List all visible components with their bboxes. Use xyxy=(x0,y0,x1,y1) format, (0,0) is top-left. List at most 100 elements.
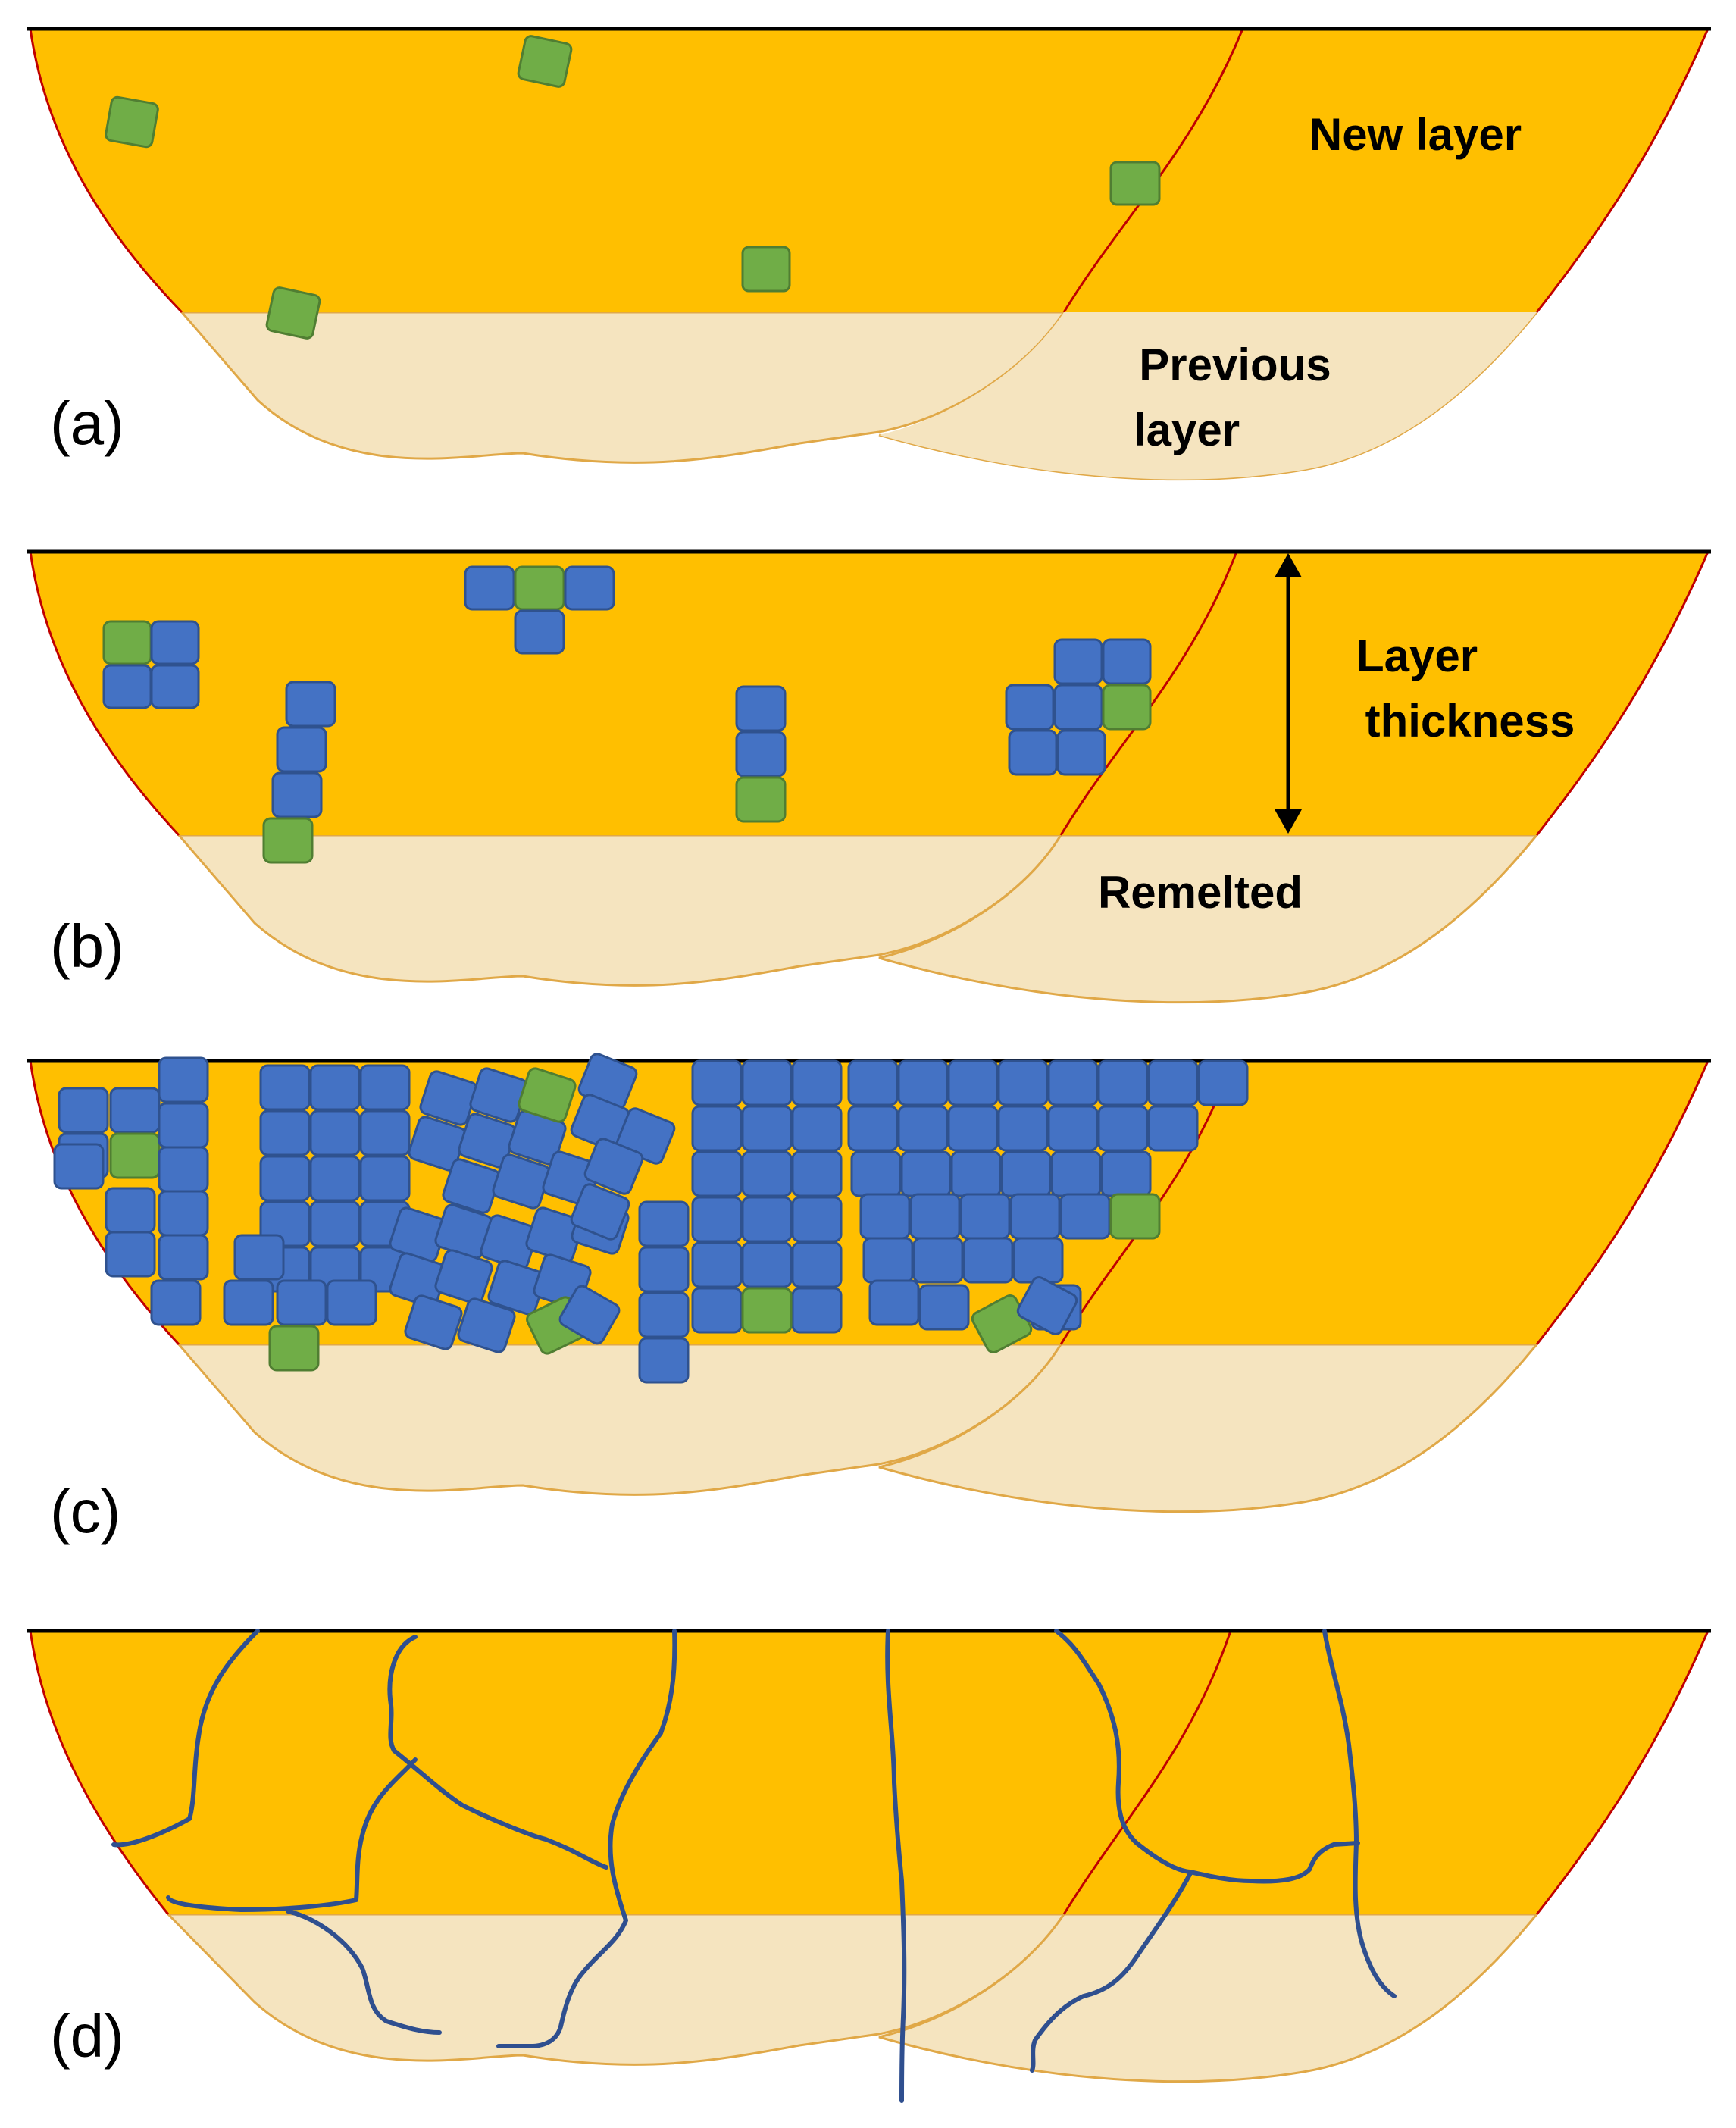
panel-c: (c) xyxy=(27,1053,1711,1545)
grain xyxy=(457,1297,516,1353)
grain xyxy=(691,1105,743,1152)
nucleus xyxy=(105,95,159,149)
grain xyxy=(638,1337,690,1384)
grain xyxy=(791,1150,843,1197)
grain xyxy=(947,1105,999,1152)
grain xyxy=(109,1087,161,1134)
grain xyxy=(271,771,323,818)
melt-pool-boundary xyxy=(29,1630,1709,1915)
grain xyxy=(997,1105,1049,1152)
grain xyxy=(404,1294,463,1350)
grain xyxy=(1008,729,1058,776)
grain xyxy=(1147,1059,1199,1106)
nucleus xyxy=(514,565,565,611)
grain xyxy=(434,1249,493,1305)
grain xyxy=(223,1279,274,1326)
grain-boundary xyxy=(286,1909,442,2035)
grain xyxy=(105,1231,156,1278)
panel-a: New layer Previous layer (a) xyxy=(27,27,1711,481)
grain xyxy=(326,1279,377,1326)
melt-pool-boundary xyxy=(29,551,1709,837)
grain xyxy=(691,1241,743,1288)
grain xyxy=(309,1109,361,1156)
nucleus xyxy=(262,817,314,864)
annotation-previous-layer-line2: layer xyxy=(1134,405,1240,455)
nucleus xyxy=(265,286,321,340)
grain xyxy=(1005,684,1055,731)
grain xyxy=(359,1064,411,1111)
previous-layer-fill-right xyxy=(879,312,1537,480)
grain xyxy=(741,1150,793,1197)
annotation-layer-thickness-line1: Layer xyxy=(1356,631,1478,681)
grain xyxy=(847,1105,899,1152)
annotation-layer-thickness-line2: thickness xyxy=(1365,696,1575,746)
grain xyxy=(1009,1193,1061,1240)
grain-boundary xyxy=(387,1635,608,1870)
grain xyxy=(259,1064,311,1111)
grain xyxy=(1047,1105,1099,1152)
grain xyxy=(791,1196,843,1243)
grain xyxy=(570,1183,630,1241)
grain xyxy=(691,1150,743,1197)
grain xyxy=(962,1237,1014,1284)
grain xyxy=(1053,684,1103,731)
grain xyxy=(158,1234,209,1281)
grain xyxy=(735,685,787,732)
grain xyxy=(558,1285,621,1345)
previous-layer-region xyxy=(179,311,1066,464)
grain xyxy=(309,1064,361,1111)
grain-boundary xyxy=(496,1629,677,2048)
grain xyxy=(158,1190,209,1237)
grain xyxy=(276,1279,327,1326)
grain xyxy=(741,1059,793,1106)
nucleus xyxy=(741,1287,793,1334)
annotation-remelted: Remelted xyxy=(1098,867,1303,918)
grain xyxy=(1100,1150,1152,1197)
panel-d: (d) xyxy=(27,1629,1711,2103)
grain xyxy=(583,1138,644,1195)
grain xyxy=(897,1059,949,1106)
grain xyxy=(791,1059,843,1106)
grain xyxy=(1197,1059,1249,1106)
grain-boundaries xyxy=(111,1629,1397,2103)
grain xyxy=(150,620,200,665)
grain xyxy=(947,1059,999,1106)
grain xyxy=(58,1087,109,1134)
grain xyxy=(1047,1059,1099,1106)
grain xyxy=(1016,1276,1078,1335)
grain xyxy=(259,1155,311,1202)
panel-label-a: (a) xyxy=(50,390,124,457)
grain xyxy=(1147,1105,1199,1152)
panel-label-b: (b) xyxy=(50,912,124,980)
grain xyxy=(150,664,200,709)
grain xyxy=(918,1284,970,1331)
grain xyxy=(997,1059,1049,1106)
grain-boundary xyxy=(166,1757,418,1912)
grain xyxy=(564,565,615,611)
annotation-new-layer: New layer xyxy=(1309,109,1522,160)
grain xyxy=(959,1193,1011,1240)
grain xyxy=(102,664,152,709)
grain xyxy=(1097,1059,1149,1106)
panel-b: Layer thickness Remelted (b) xyxy=(27,549,1711,1004)
nucleus xyxy=(518,1067,577,1123)
nucleus xyxy=(1109,161,1161,206)
grain xyxy=(105,1187,156,1234)
panel-label-c: (c) xyxy=(50,1478,120,1545)
grain xyxy=(233,1234,285,1281)
layer-thickness-arrow xyxy=(1275,553,1302,834)
grain xyxy=(862,1237,914,1284)
grain xyxy=(691,1287,743,1334)
grain xyxy=(638,1291,690,1338)
grain xyxy=(359,1109,411,1156)
new-layer-region xyxy=(30,1631,1708,1914)
nucleus xyxy=(268,1325,320,1372)
grain xyxy=(1050,1150,1102,1197)
grain-boundary xyxy=(1054,1629,1360,1884)
nucleus xyxy=(735,776,787,823)
nucleus xyxy=(109,1132,161,1179)
grain xyxy=(1097,1105,1149,1152)
grain xyxy=(259,1109,311,1156)
grain-boundary xyxy=(1322,1629,1397,1998)
